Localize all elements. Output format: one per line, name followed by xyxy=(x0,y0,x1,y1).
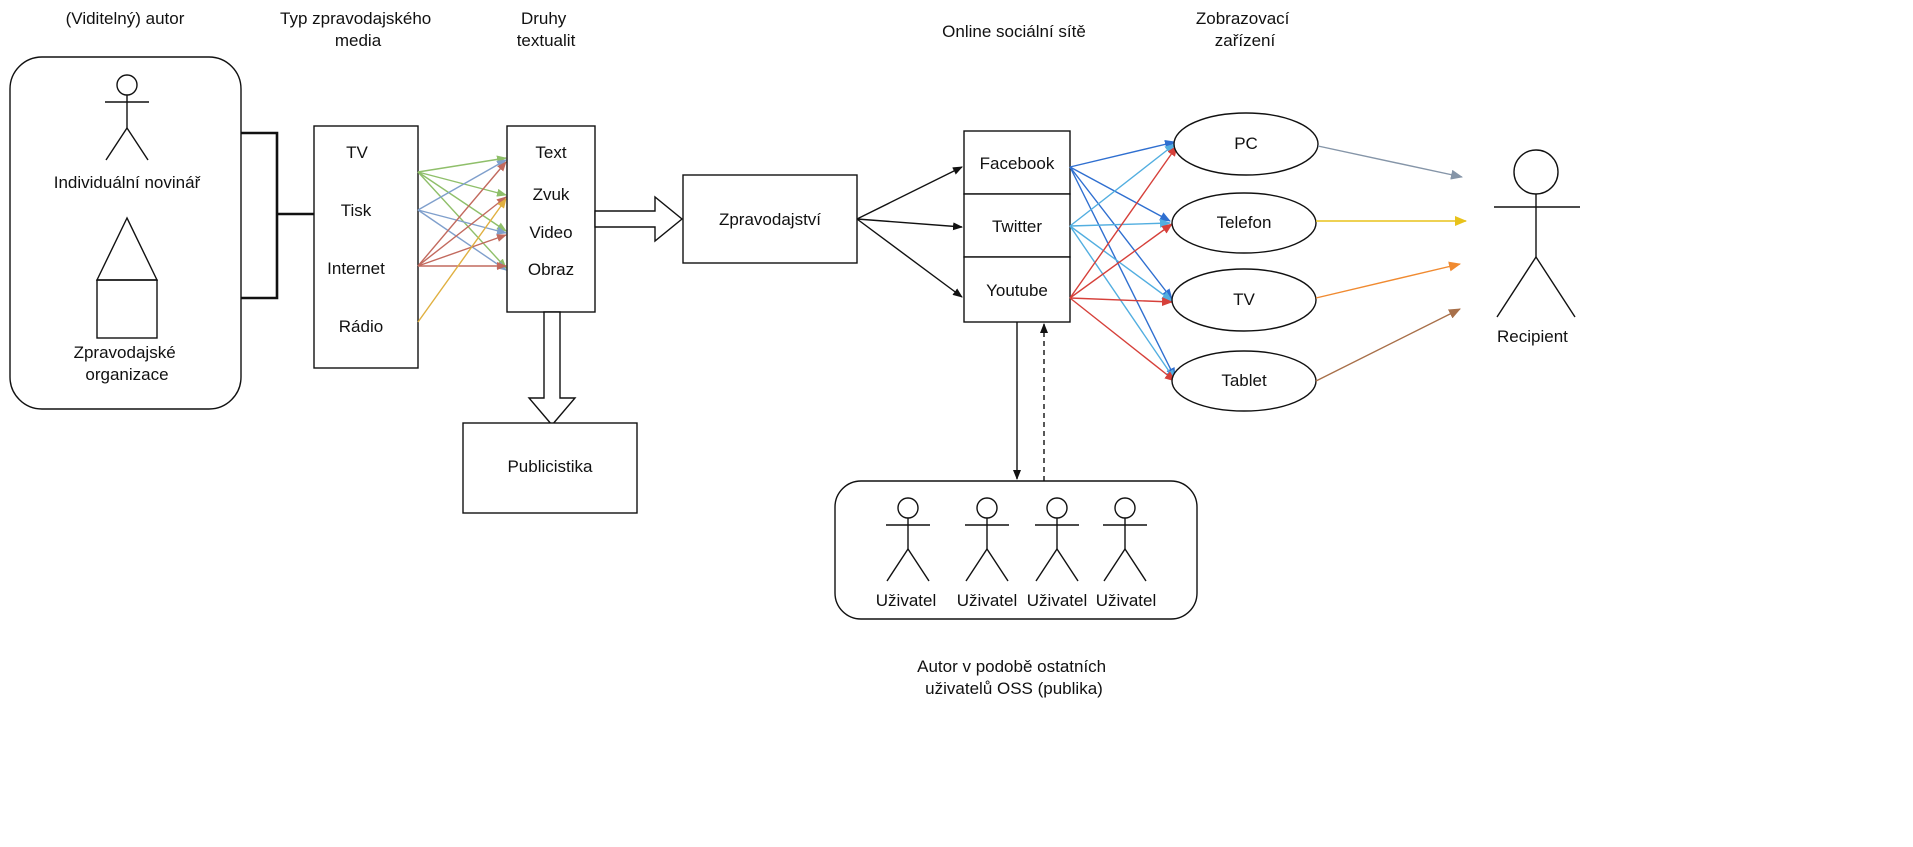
device-tv xyxy=(1171,268,1317,332)
journalism-box xyxy=(462,422,638,514)
edge-tv-text xyxy=(417,155,507,173)
edge-youtube-tv xyxy=(1069,297,1173,307)
block-arrow-to-news xyxy=(594,195,684,243)
network-twitter-box xyxy=(963,193,1071,258)
user-actor-icon xyxy=(1103,497,1147,582)
edge-tv-recipient xyxy=(1315,261,1461,299)
edge-twitter-tablet xyxy=(1069,225,1176,381)
edge-internet-zvuk xyxy=(417,196,507,267)
media-radio: Rádio xyxy=(339,317,383,336)
edge-radio-zvuk xyxy=(417,198,507,323)
edge-facebook-telefon xyxy=(1069,166,1171,222)
user-actor-icon xyxy=(965,497,1009,582)
author-media-connector xyxy=(241,131,314,300)
organization-house-icon xyxy=(95,216,159,339)
user-label: Uživatel xyxy=(1096,591,1156,610)
edge-tisk-obraz xyxy=(417,209,507,271)
edge-facebook-tablet xyxy=(1069,166,1176,379)
recipient-label: Recipient xyxy=(1497,327,1568,346)
edge-facebook-tv xyxy=(1069,166,1173,300)
users-group xyxy=(834,480,1198,620)
textuality-video: Video xyxy=(529,223,572,242)
edge-twitter-pc xyxy=(1069,143,1176,227)
news-network-edges xyxy=(856,166,963,298)
recipient-actor-icon xyxy=(1494,149,1580,318)
edge-tv-video xyxy=(417,171,507,232)
edge-tv-obraz xyxy=(417,171,507,269)
organization-label: Zpravodajské organizace xyxy=(74,343,181,384)
device-tv-label: TV xyxy=(1233,290,1255,309)
edge-tv-zvuk xyxy=(417,171,507,197)
user-label: Uživatel xyxy=(876,591,936,610)
header-devices: Zobrazovací zařízení xyxy=(1196,9,1294,50)
youtube-users-edges xyxy=(1013,322,1048,481)
network-device-edges xyxy=(1069,139,1178,382)
journalist-actor-icon xyxy=(105,74,149,161)
device-tablet-label: Tablet xyxy=(1221,371,1267,390)
news-box xyxy=(682,174,858,264)
header-social-networks: Online sociální sítě xyxy=(942,22,1086,41)
network-twitter-label: Twitter xyxy=(992,217,1042,236)
header-textuality: Druhy textualit xyxy=(517,9,576,50)
media-textuality-edges xyxy=(417,155,507,323)
header-author: (Viditelný) autor xyxy=(66,9,185,28)
edge-pc-recipient xyxy=(1317,145,1463,180)
edge-tisk-text xyxy=(417,159,507,211)
device-pc xyxy=(1173,112,1319,176)
user-label: Uživatel xyxy=(1027,591,1087,610)
user-label: Uživatel xyxy=(957,591,1017,610)
author-group xyxy=(9,56,242,410)
media-box xyxy=(313,125,419,369)
edge-news-youtube xyxy=(856,218,963,298)
edge-youtube-tablet xyxy=(1069,297,1176,382)
user-actor-icon xyxy=(886,497,930,582)
textuality-sound: Zvuk xyxy=(533,185,570,204)
user-actor-icon xyxy=(1035,497,1079,582)
news-label: Zpravodajství xyxy=(719,210,821,229)
edge-youtube-telefon xyxy=(1069,223,1173,299)
edge-youtube-pc xyxy=(1069,145,1178,299)
textuality-text: Text xyxy=(535,143,566,162)
media-print: Tisk xyxy=(341,201,372,220)
block-arrow-to-journalism xyxy=(527,311,577,427)
device-pc-label: PC xyxy=(1234,134,1258,153)
edge-tablet-recipient xyxy=(1315,308,1461,382)
edge-facebook-pc xyxy=(1069,139,1176,168)
edge-twitter-tv xyxy=(1069,225,1173,302)
media-internet: Internet xyxy=(327,259,385,278)
device-recipient-edges xyxy=(1315,145,1467,382)
network-youtube-label: Youtube xyxy=(986,281,1048,300)
device-phone xyxy=(1171,192,1317,254)
users-caption: Autor v podobě ostatních uživatelů OSS (… xyxy=(917,657,1111,698)
network-facebook-box xyxy=(963,130,1071,195)
device-phone-label: Telefon xyxy=(1217,213,1272,232)
edge-internet-video xyxy=(417,234,507,267)
journalism-label: Publicistika xyxy=(507,457,593,476)
edge-news-twitter xyxy=(856,218,963,231)
journalist-label: Individuální novinář xyxy=(54,173,201,192)
network-facebook-label: Facebook xyxy=(980,154,1055,173)
media-tv: TV xyxy=(346,143,368,162)
header-media-type: Typ zpravodajského media xyxy=(280,9,436,50)
edge-twitter-telefon xyxy=(1069,218,1171,228)
edge-tisk-video xyxy=(417,209,507,235)
edge-internet-text xyxy=(417,161,507,267)
textuality-image: Obraz xyxy=(528,260,574,279)
edge-news-facebook xyxy=(856,166,963,220)
